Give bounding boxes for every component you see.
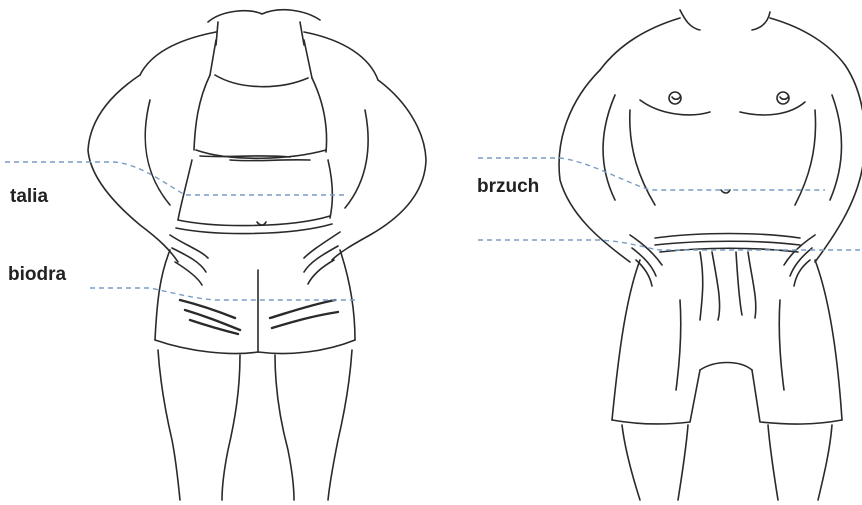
female-neck-right — [300, 22, 304, 45]
male-right-leg — [818, 425, 832, 500]
waist-measure-line — [5, 162, 345, 195]
male-left-leg — [622, 425, 640, 500]
male-right-arm — [815, 65, 862, 262]
female-strap-left — [210, 40, 216, 75]
hips-label: biodra — [8, 265, 66, 284]
female-top-right — [312, 78, 327, 152]
female-shorts-hem — [155, 340, 355, 354]
female-right-leg — [328, 350, 352, 500]
female-right-arm — [332, 80, 426, 260]
female-left-shoulder — [140, 32, 216, 75]
female-strap-right — [304, 40, 312, 78]
male-left-arm — [559, 70, 630, 262]
male-shorts-waistband — [655, 234, 800, 239]
female-left-arm — [88, 75, 178, 262]
female-left-leg — [158, 350, 180, 500]
male-shorts-right — [815, 260, 842, 420]
female-shorts-right — [340, 250, 355, 340]
waist-label: talia — [10, 187, 48, 206]
female-top-front — [215, 75, 308, 87]
female-shorts-left — [155, 250, 170, 340]
female-head — [208, 10, 320, 22]
male-left-shoulder — [600, 18, 680, 70]
female-right-shoulder — [304, 32, 378, 80]
male-shorts-left — [612, 260, 640, 420]
female-figure — [88, 10, 426, 500]
female-top-left — [194, 75, 210, 150]
hips-measure-line — [90, 288, 358, 300]
male-figure — [559, 10, 862, 500]
male-right-shoulder — [770, 18, 845, 65]
belly-label: brzuch — [477, 177, 539, 196]
female-shorts-waistband — [178, 216, 330, 226]
